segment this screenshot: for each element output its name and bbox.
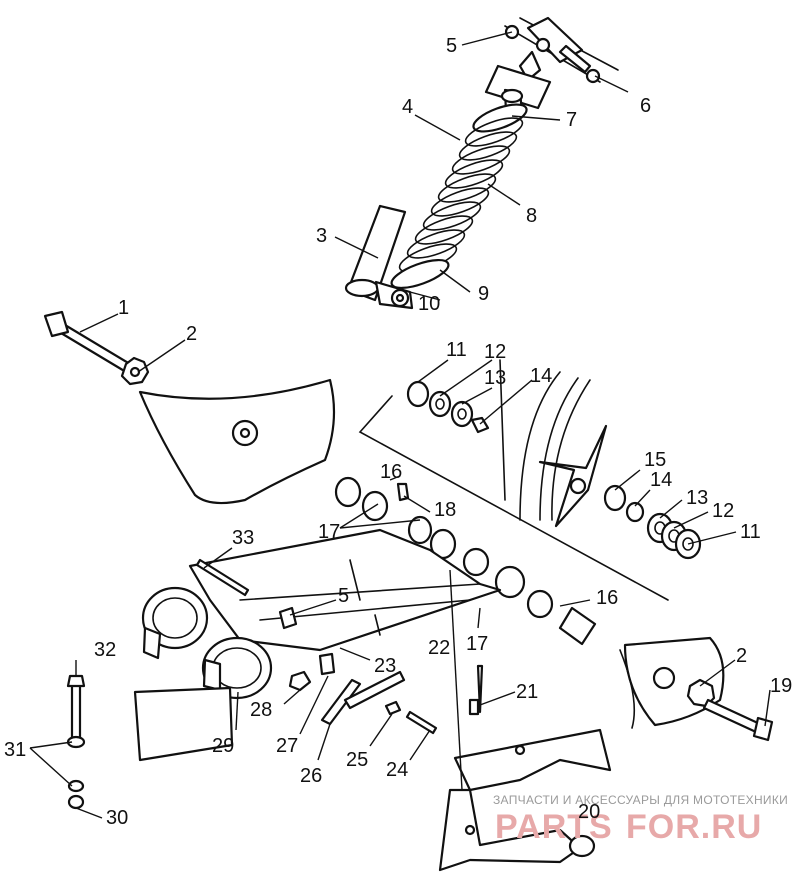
callout-33: 33 [232,527,254,549]
shock-absorber [344,88,524,310]
nut-28 [288,670,312,692]
callout-13-lower: 13 [686,487,708,509]
callout-9: 9 [478,283,489,305]
callout-2: 2 [186,323,197,345]
callout-14-lower: 14 [650,469,672,491]
screw-24 [405,710,438,735]
callout-2-right: 2 [736,645,747,667]
callout-28: 28 [250,699,272,721]
leader-lines [29,31,771,819]
pivot-bolt-right [702,698,774,742]
grease-fitting [278,606,298,630]
callout-16: 16 [380,461,402,483]
side-plate-left [138,378,336,505]
pivot-bolt-left [43,310,132,374]
callout-11: 11 [446,339,467,361]
callout-25: 25 [346,749,368,771]
callout-15: 15 [644,449,666,471]
callout-8: 8 [526,205,537,227]
nut-left [120,356,150,386]
callout-26: 26 [300,765,322,787]
callout-22: 22 [428,637,450,659]
callout-14: 14 [530,365,552,387]
callout-3: 3 [316,225,327,247]
lower-a-arm [438,728,612,872]
callout-32: 32 [94,639,116,661]
watermark-brand-left: PARTS [495,808,613,846]
watermark-brand-right: FOR.RU [626,808,762,846]
callout-5: 5 [446,35,457,57]
callout-numbers: 1 2 3 4 5 6 7 8 9 10 11 12 13 14 15 14 1… [4,35,792,829]
pivot-bolt-small [195,558,250,597]
clip-25 [384,700,402,716]
callout-1: 1 [118,297,129,319]
callout-4: 4 [402,96,413,118]
callout-17: 17 [318,521,340,543]
callout-30: 30 [106,807,128,829]
stud-21 [468,664,484,716]
callout-23: 23 [374,655,396,677]
callout-24: 24 [386,759,408,781]
washer-stack-upper [406,380,490,434]
bushings-lower [462,547,597,646]
callout-10: 10 [418,293,440,315]
callout-13: 13 [484,367,506,389]
callout-17-lower: 17 [466,633,488,655]
callout-6: 6 [640,95,651,117]
shock-spring [390,103,528,290]
upper-mount-bolt [558,44,601,84]
nut-30 [67,779,85,810]
callout-16-lower: 16 [596,587,618,609]
lower-bracket-plate [133,686,234,762]
callout-19: 19 [770,675,792,697]
watermark: ЗАПЧАСТИ И АКСЕССУАРЫ ДЛЯ МОТОТЕХНИКИ PA… [493,793,788,846]
callout-12: 12 [484,341,506,363]
washer-stack-lower [603,484,702,560]
bolt-32 [66,674,86,740]
bracket-frame-right [358,359,669,601]
cross-shaft-bracket [538,424,608,528]
swing-arm-ring-right [201,636,273,700]
callout-29: 29 [212,735,234,757]
callout-18: 18 [434,499,456,521]
callout-7: 7 [566,109,577,131]
watermark-caption: ЗАПЧАСТИ И АКСЕССУАРЫ ДЛЯ МОТОТЕХНИКИ [493,793,788,807]
callout-5-lower: 5 [338,585,349,607]
callout-21: 21 [516,681,538,703]
callout-31: 31 [4,739,26,761]
callout-27: 27 [276,735,298,757]
clamp-23 [318,652,336,676]
swing-arm-ring-left [141,586,209,660]
callout-11-lower: 11 [740,521,761,543]
link-26 [320,670,406,726]
upper-mount-bracket-plate [484,64,552,110]
callout-12-lower: 12 [712,500,734,522]
callout-20: 20 [578,801,600,823]
